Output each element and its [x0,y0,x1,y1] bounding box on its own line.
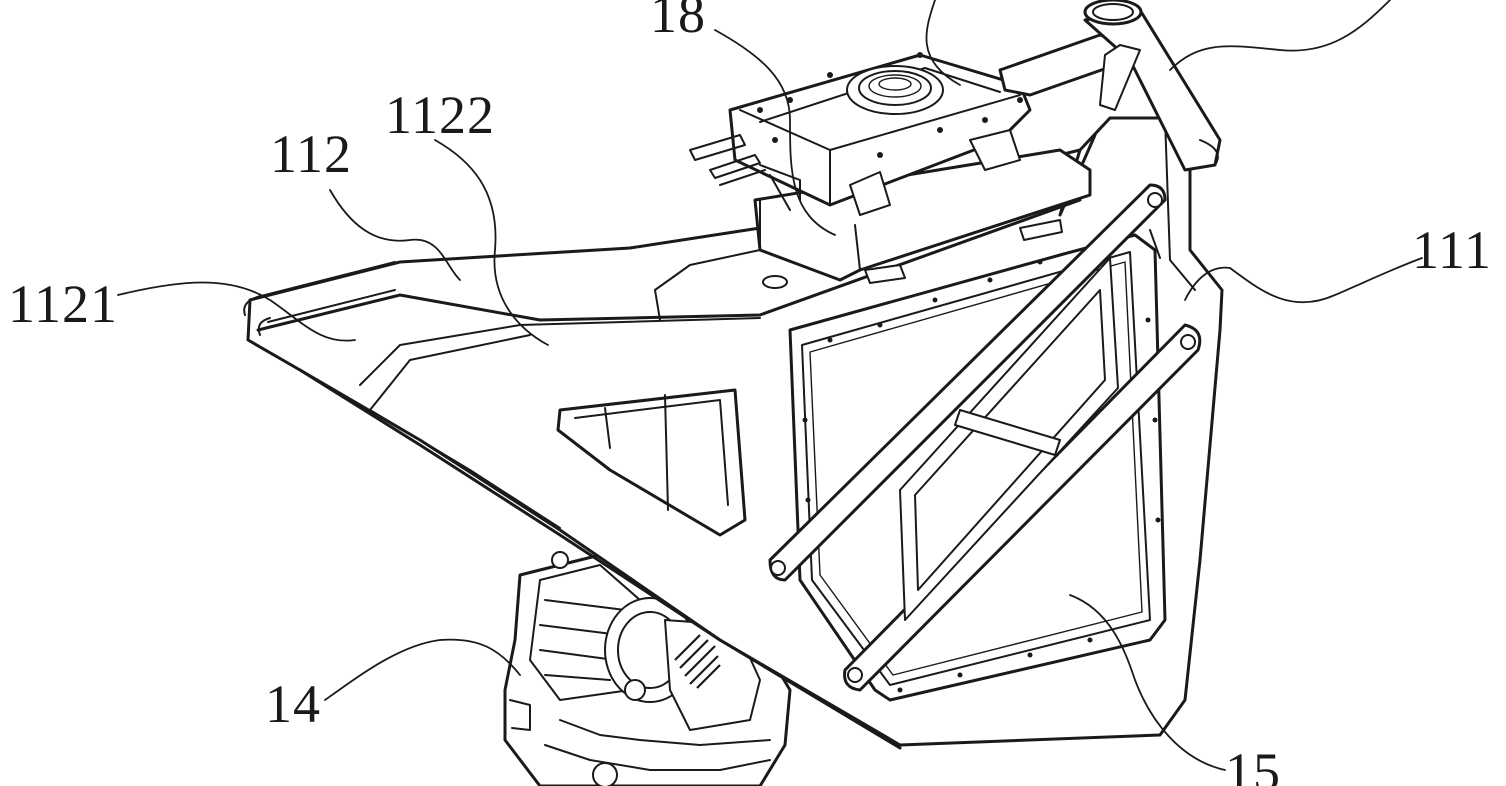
label-18: 18 [650,0,706,44]
leader-18 [714,29,836,236]
label-112: 112 [270,124,352,184]
label-111: 111 [1412,220,1492,280]
label-1121: 1121 [8,274,118,334]
leader-top-right [1169,0,1391,71]
cover-bolt-dots [802,259,1161,693]
motor-heatsink-hatch [674,634,721,689]
label-1122: 1122 [385,85,495,145]
controller-unit [689,52,1092,284]
leader-lines [117,0,1423,771]
leader-18b [925,0,961,86]
label-14: 14 [265,674,321,734]
guard-frame [768,183,1202,692]
label-15: 15 [1225,742,1281,786]
head-tube [998,0,1222,172]
leader-14 [324,638,521,701]
reference-labels: 18 1122 112 1121 111 14 15 [8,0,1492,786]
leader-1122 [434,139,549,346]
leader-15 [1069,594,1226,771]
leader-112 [329,189,461,281]
leader-111 [1184,257,1423,304]
leader-1121 [117,281,356,342]
